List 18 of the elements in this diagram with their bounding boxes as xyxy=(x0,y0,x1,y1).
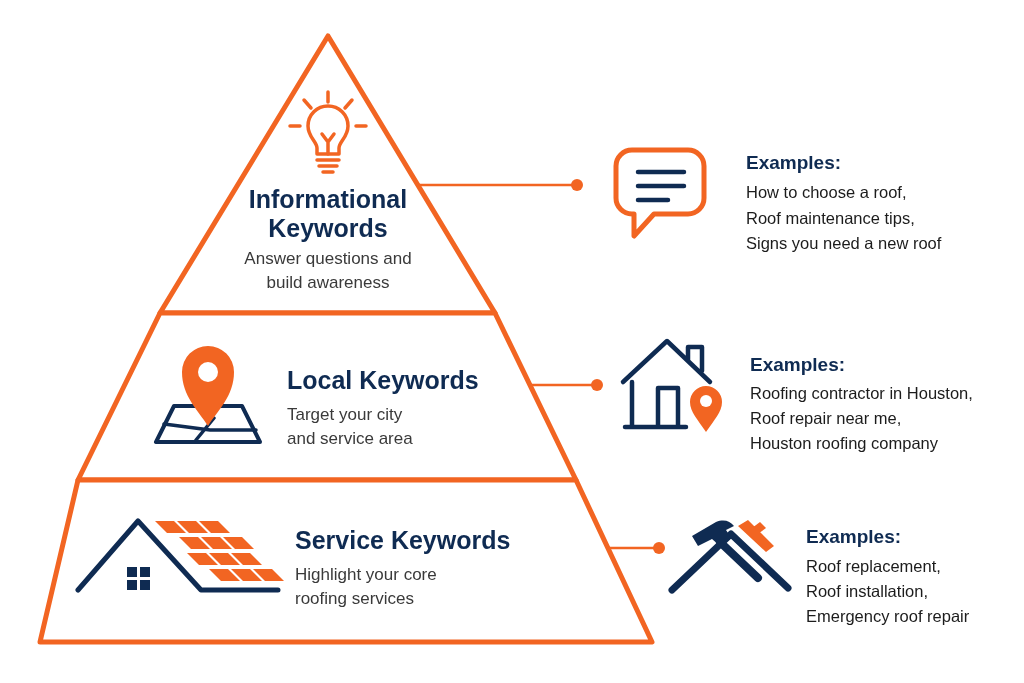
tier-heading: Local Keywords xyxy=(287,366,480,395)
example-item: Roof repair near me, xyxy=(750,408,902,429)
tier-description: Target your city and service area xyxy=(287,404,414,450)
example-item: Roofing contractor in Houston, xyxy=(750,383,973,404)
example-item: Roof maintenance tips, xyxy=(746,208,915,229)
tier-heading: Service Keywords xyxy=(295,526,512,555)
example-item: How to choose a roof, xyxy=(746,182,907,203)
tier-description: Answer questions and build awareness xyxy=(243,248,413,294)
example-item: Roof replacement, xyxy=(806,556,941,577)
example-item: Houston roofing company xyxy=(750,433,939,454)
example-item: Emergency roof repair xyxy=(806,606,970,627)
examples-heading: Examples: xyxy=(746,151,842,175)
examples-heading: Examples: xyxy=(806,525,902,549)
tier-description: Highlight your core roofing services xyxy=(295,564,438,610)
tier-heading: Informational Keywords xyxy=(247,185,409,243)
examples-heading: Examples: xyxy=(750,353,846,377)
example-item: Roof installation, xyxy=(806,581,928,602)
example-item: Signs you need a new roof xyxy=(746,233,942,254)
